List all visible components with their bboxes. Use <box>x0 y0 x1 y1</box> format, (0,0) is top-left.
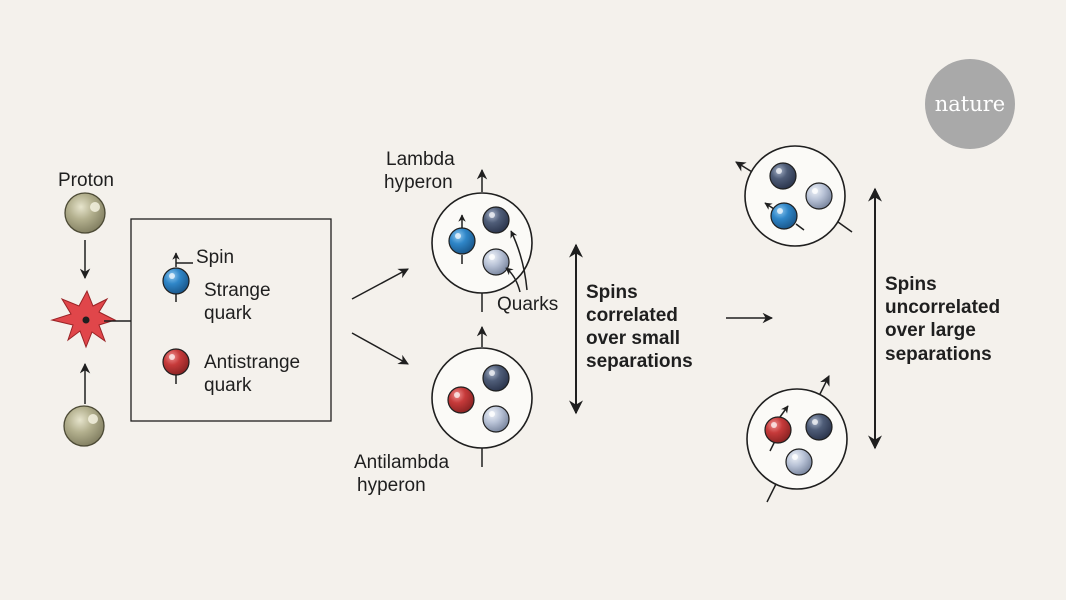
antilambda-antidown-quark <box>482 405 510 433</box>
correlated-label-1: Spins <box>586 282 638 303</box>
separated-antilambda-antistrange-quark <box>764 416 792 444</box>
legend-strange-quark <box>162 267 190 295</box>
legend-strange-label-2: quark <box>204 303 252 324</box>
separated-antilambda-spin-arrow <box>819 375 830 395</box>
uncorrelated-label-1: Spins <box>885 274 937 295</box>
antilambda-label-1: Antilambda <box>354 452 449 473</box>
nature-logo <box>925 59 1015 149</box>
legend-strange-label-1: Strange <box>204 280 271 301</box>
correlated-label-3: over small <box>586 328 680 349</box>
nature-logo-text: nature <box>935 92 1005 116</box>
separated-lambda-strange-quark <box>770 202 798 230</box>
legend-antistrange-label-1: Antistrange <box>204 352 300 373</box>
separated-lambda-hyperon <box>744 145 846 247</box>
proton-label: Proton <box>58 170 114 191</box>
antilambda-antistrange-quark <box>447 386 475 414</box>
lambda-label-2: hyperon <box>384 172 453 193</box>
correlated-label-4: separations <box>586 351 693 372</box>
separated-lambda-up-quark <box>769 162 797 190</box>
separated-antilambda-antidown-quark <box>785 448 813 476</box>
antilambda-label-2: hyperon <box>357 475 426 496</box>
antilambda-hyperon <box>431 347 533 449</box>
separated-lambda-down-quark <box>805 182 833 210</box>
uncorrelated-label-3: over large <box>885 320 976 341</box>
quarks-label: Quarks <box>497 294 558 315</box>
arrow-to-antilambda <box>351 332 409 365</box>
proton-bottom <box>63 405 105 447</box>
lambda-down-quark <box>482 248 510 276</box>
legend-antistrange-label-2: quark <box>204 375 252 396</box>
lambda-hyperon <box>431 192 533 294</box>
antilambda-antiup-quark <box>482 364 510 392</box>
uncorrelated-label-4: separations <box>885 344 992 365</box>
lambda-label-1: Lambda <box>386 149 455 170</box>
legend-antistrange-quark <box>162 348 190 376</box>
lambda-strange-quark <box>448 227 476 255</box>
lambda-up-quark <box>482 206 510 234</box>
arrow-to-lambda <box>351 268 409 300</box>
correlated-label-2: correlated <box>586 305 678 326</box>
legend-spin-label: Spin <box>196 247 234 268</box>
uncorrelated-label-2: uncorrelated <box>885 297 1000 318</box>
legend-box <box>130 218 332 422</box>
proton-top <box>64 192 106 234</box>
separated-antilambda-antiup-quark <box>805 413 833 441</box>
